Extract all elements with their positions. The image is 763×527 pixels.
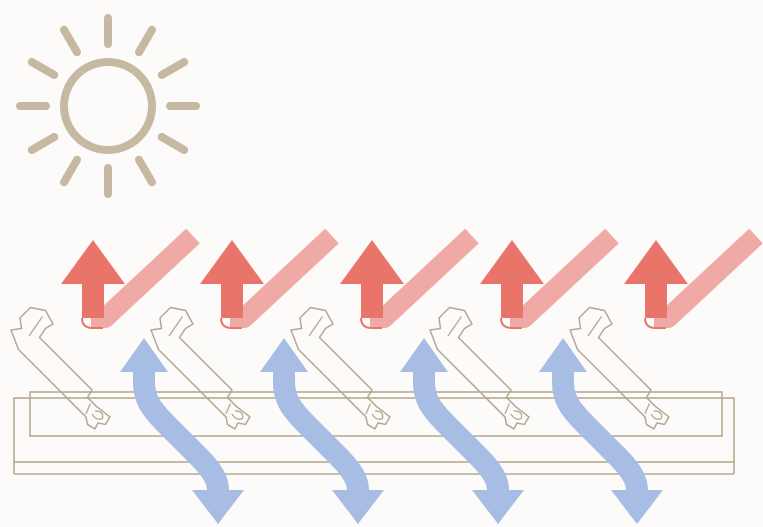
reflection-arrowhead [340,240,404,284]
sun-ray [157,133,189,154]
air-flow-arrowhead-down [611,490,663,524]
frame-outer-rail [13,397,735,463]
air-flow-arrows [120,338,663,524]
sun-icon [16,14,200,198]
frame-inner-rail [29,391,723,437]
sun-ray [157,58,189,79]
air-flow-arrowhead-up [400,338,448,372]
air-flow-arrowhead-down [192,490,244,524]
air-flow-arrowhead-down [472,490,524,524]
sun-ray [135,155,156,187]
sun-disc [60,58,156,154]
reflection-arrowhead [61,240,125,284]
sun-ray [27,133,59,154]
air-flow-arrow [539,338,663,524]
heat-reflection-arrows [61,228,763,329]
air-flow-arrow [400,338,524,524]
sun-ray [135,25,156,57]
sun-ray [60,25,81,57]
air-flow-arrow [260,338,384,524]
air-flow-arrowhead-up [260,338,308,372]
reflection-arrowhead [480,240,544,284]
heat-reflection-arrow [624,228,763,329]
louver-frame [13,391,735,475]
heat-reflection-arrow [480,228,619,329]
heat-reflection-arrow [61,228,200,329]
air-flow-arrowhead-down [332,490,384,524]
heat-reflection-arrow [340,228,479,329]
air-flow-arrowhead-up [120,338,168,372]
air-flow-arrowhead-up [539,338,587,372]
reflection-arrowhead [200,240,264,284]
sun-ray [60,155,81,187]
heat-reflection-arrow [200,228,339,329]
sun-ray [27,58,59,79]
air-flow-arrow [120,338,244,524]
reflection-arrowhead [624,240,688,284]
